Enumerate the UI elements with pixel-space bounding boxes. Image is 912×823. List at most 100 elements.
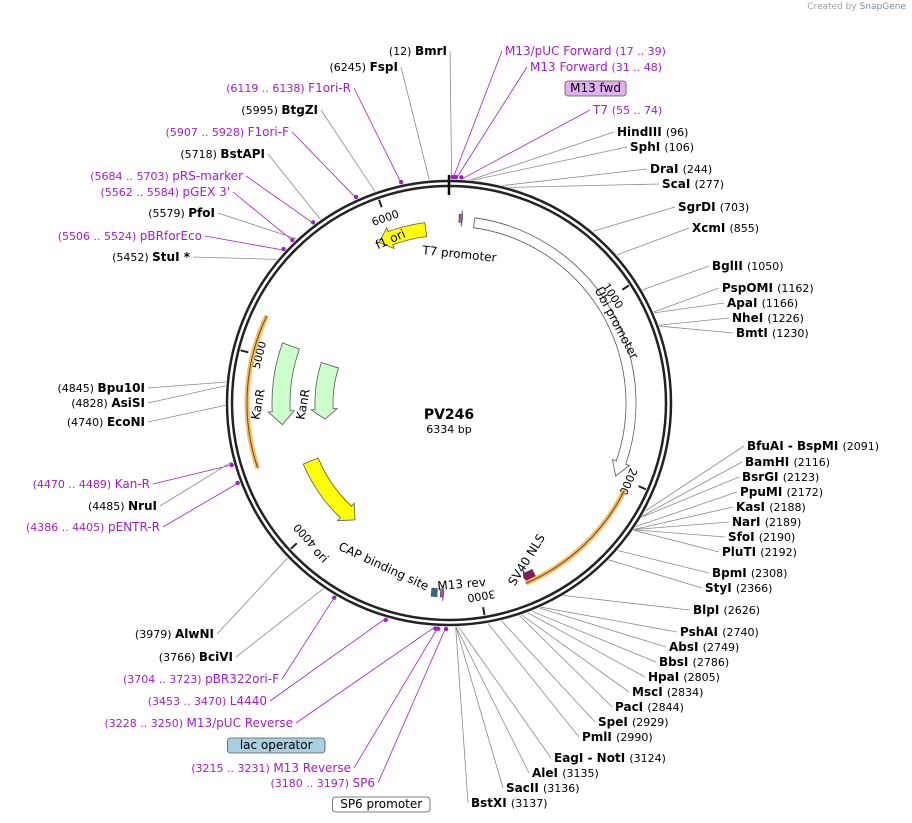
right-label-17: BsrGI (2123) <box>742 470 819 484</box>
right-leader-29 <box>527 612 646 678</box>
right-leader-5 <box>472 146 628 181</box>
right-label-30: MscI (2834) <box>632 685 703 699</box>
left-label-18-name: BciVI <box>199 650 233 664</box>
left-label-17: (3979) AlwNI <box>135 627 214 641</box>
right-label-22-position: (2192) <box>760 546 797 559</box>
right-label-33-position: (2990) <box>616 731 653 744</box>
right-label-7-name: ScaI <box>662 177 695 191</box>
left-label-16: (4386 .. 4405) pENTR-R <box>26 520 160 534</box>
right-leader-8 <box>592 206 676 232</box>
left-leader-7 <box>232 191 294 242</box>
feature-label-kanr-0: KanR <box>248 388 267 421</box>
left-label-12-position: (4828) <box>71 397 111 410</box>
right-leader-37 <box>455 626 469 804</box>
left-label-6-position: (5684 .. 5703) <box>90 170 172 183</box>
left-label-21-name: M13/pUC Reverse <box>187 716 294 730</box>
left-label-3-position: (5995) <box>241 104 281 117</box>
left-leader-3 <box>320 109 376 192</box>
left-primer-mark-16 <box>235 480 240 486</box>
left-label-25-name: SP6 promoter <box>340 797 422 811</box>
right-label-16-position: (2116) <box>793 456 830 469</box>
right-label-15-position: (2091) <box>842 440 879 453</box>
left-label-14-position: (4470 .. 4489) <box>33 478 115 491</box>
left-label-22-box <box>226 737 326 754</box>
right-label-18-position: (2172) <box>787 486 824 499</box>
right-label-20: NarI (2189) <box>732 515 801 529</box>
left-leader-15 <box>159 460 233 507</box>
left-label-18-position: (3766) <box>159 651 199 664</box>
left-leader-24 <box>377 626 447 784</box>
left-primer-mark-4 <box>353 194 359 200</box>
left-label-14-name: Kan-R <box>115 477 150 491</box>
right-label-27-name: AbsI <box>669 640 703 654</box>
right-label-3-position: (55 .. 74) <box>612 104 663 117</box>
tick-label-6000: 6000 <box>370 207 401 228</box>
right-label-8-name: SgrDI <box>678 200 720 214</box>
right-label-0-name: M13/pUC Forward <box>505 44 615 58</box>
left-label-23-position: (3215 .. 3231) <box>191 762 273 775</box>
left-label-3: (5995) BtgZI <box>241 103 318 117</box>
right-label-37: BstXI (3137) <box>471 796 548 810</box>
right-label-5: SphI (106) <box>630 140 694 154</box>
right-label-15-name: BfuAI - BspMI <box>747 439 842 453</box>
right-label-27-position: (2749) <box>703 641 740 654</box>
right-label-34: EagI - NotI (3124) <box>554 751 666 765</box>
right-label-1-position: (31 .. 48) <box>612 61 663 74</box>
right-label-25-name: BlpI <box>693 603 724 617</box>
left-label-19-name: pBR322ori-F <box>205 672 279 686</box>
right-label-24-position: (2366) <box>736 582 773 595</box>
left-primer-mark-24 <box>443 626 449 632</box>
right-label-26-position: (2740) <box>722 626 759 639</box>
right-label-32-position: (2929) <box>632 716 669 729</box>
right-label-10: BglII (1050) <box>712 259 784 273</box>
right-label-35: AleI (3135) <box>532 766 599 780</box>
right-label-23: BpmI (2308) <box>712 566 787 580</box>
right-label-30-name: MscI <box>632 685 667 699</box>
feature-arrow-t7-promoter-1 <box>458 210 463 227</box>
orange-arc-core-0 <box>525 490 625 584</box>
left-label-2: (6119 .. 6138) F1ori-R <box>226 81 351 95</box>
left-label-4: (5907 .. 5928) F1ori-F <box>166 125 290 139</box>
right-label-3: T7 (55 .. 74) <box>592 103 662 117</box>
right-leader-22 <box>633 529 720 553</box>
left-label-14: (4470 .. 4489) Kan-R <box>33 477 150 491</box>
left-label-10-name: StuI * <box>152 250 191 264</box>
right-label-26: PshAI (2740) <box>680 625 759 639</box>
right-leader-31 <box>519 615 613 708</box>
right-label-17-position: (2123) <box>783 471 820 484</box>
right-leader-21 <box>633 529 726 538</box>
right-leader-20 <box>633 521 730 530</box>
feature-arrow-kanr-k0 <box>267 342 300 426</box>
right-primer-mark-3 <box>459 175 464 180</box>
right-label-29-position: (2805) <box>683 671 720 684</box>
left-label-20: (3453 .. 3470) L4440 <box>148 694 267 708</box>
feature-arrow-f1-ori-0 <box>378 222 428 250</box>
right-label-12-position: (1166) <box>762 297 799 310</box>
right-label-4-position: (96) <box>666 126 689 139</box>
feature-arrow-ori-6 <box>302 457 356 522</box>
left-label-4-position: (5907 .. 5928) <box>166 126 248 139</box>
left-label-6-name: pRS-marker <box>172 169 243 183</box>
right-label-20-position: (2189) <box>765 516 802 529</box>
left-label-11-name: Bpu10I <box>98 381 145 395</box>
right-label-11-position: (1162) <box>777 282 814 295</box>
right-leader-16 <box>642 461 743 517</box>
right-label-0: M13/pUC Forward (17 .. 39) <box>505 44 666 58</box>
right-leader-14 <box>659 325 734 334</box>
left-label-0-position: (12) <box>389 45 415 58</box>
right-label-6-name: DraI <box>650 162 683 176</box>
left-primer-mark-2 <box>398 179 404 185</box>
right-leader-34 <box>458 626 552 759</box>
right-label-36: SacII (3136) <box>506 781 580 795</box>
left-label-5-name: BstAPI <box>220 147 265 161</box>
right-label-28-position: (2786) <box>693 656 730 669</box>
right-label-7: ScaI (277) <box>662 177 724 191</box>
feature-arrow-cap-binding-site-7 <box>430 587 438 598</box>
left-label-7-name: pGEX 3' <box>183 185 230 199</box>
left-leader-23 <box>353 626 439 769</box>
left-label-1-name: FspI <box>370 60 398 74</box>
right-label-11-name: PspOMI <box>722 281 777 295</box>
left-primer-mark-14 <box>229 462 234 468</box>
left-label-11-position: (4845) <box>57 382 97 395</box>
